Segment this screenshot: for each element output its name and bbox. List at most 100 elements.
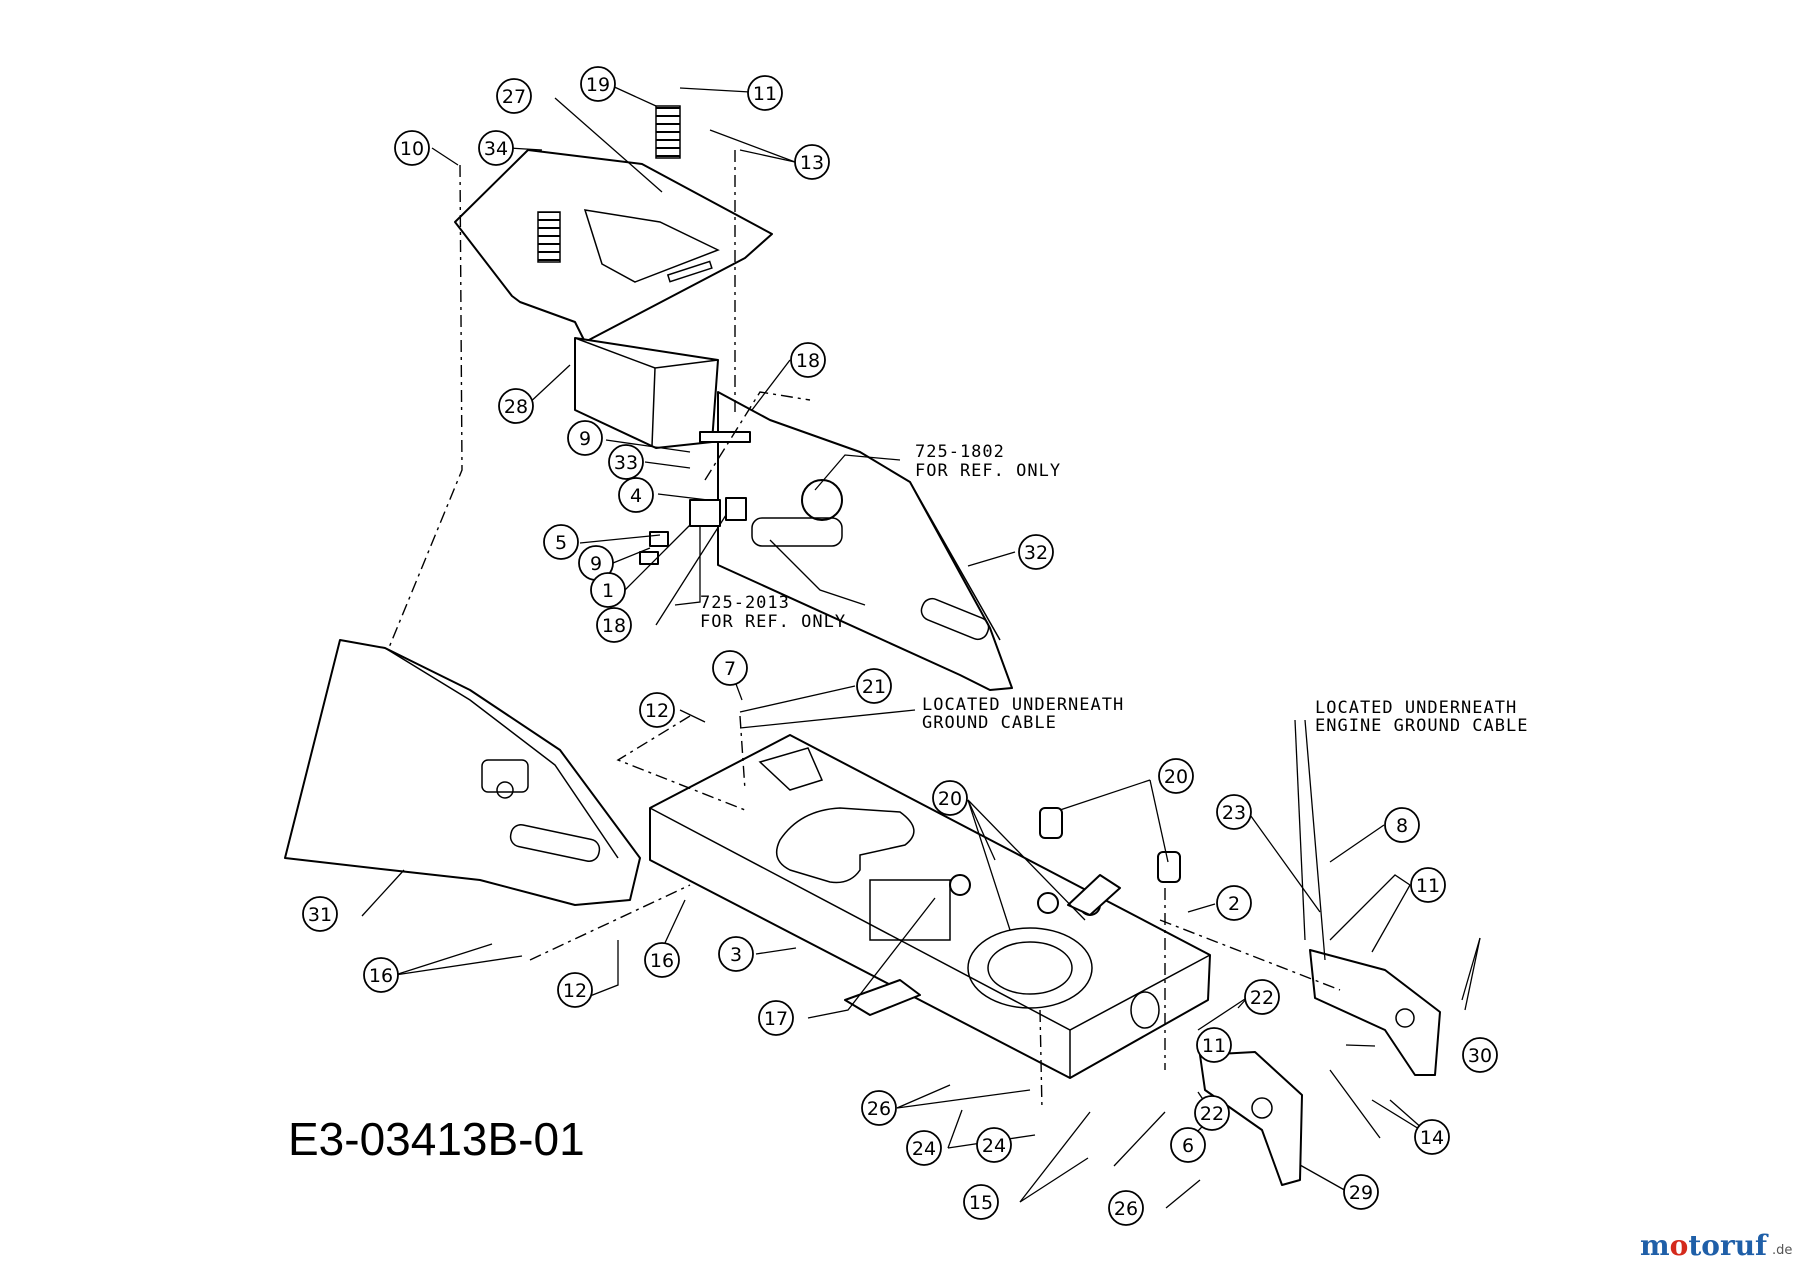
callout-label: 13 (800, 152, 824, 174)
callout-20: 20 (932, 780, 968, 816)
callout-label: 10 (400, 138, 424, 160)
callout-label: 7 (724, 658, 736, 680)
callout-16: 16 (644, 942, 680, 978)
callout-label: 29 (1349, 1182, 1373, 1204)
callout-label: 11 (1416, 875, 1440, 897)
note-725-1802: 725-1802 FOR REF. ONLY (915, 442, 1061, 481)
note-line: FOR REF. ONLY (915, 461, 1061, 481)
callout-label: 20 (1164, 766, 1188, 788)
callout-circle (478, 130, 514, 166)
callout-circle (1158, 758, 1194, 794)
callout-label: 28 (504, 396, 528, 418)
callout-label: 2 (1228, 893, 1240, 915)
callout-label: 11 (1202, 1035, 1226, 1057)
callout-label: 22 (1200, 1103, 1224, 1125)
callout-2: 2 (1216, 885, 1252, 921)
callout-31: 31 (302, 896, 338, 932)
callout-label: 11 (753, 83, 777, 105)
callout-24: 24 (976, 1127, 1012, 1163)
note-line: 725-2013 (700, 593, 790, 613)
left-side-panel-part (284, 639, 641, 906)
callout-12: 12 (639, 692, 675, 728)
callout-label: 18 (602, 615, 626, 637)
callout-circle (543, 524, 579, 560)
callout-5: 5 (543, 524, 579, 560)
callout-9: 9 (567, 420, 603, 456)
callout-label: 5 (555, 532, 567, 554)
callout-circle (712, 650, 748, 686)
callout-circle (580, 66, 616, 102)
right-side-panel-part (717, 391, 1013, 691)
callout-label: 12 (645, 700, 669, 722)
callout-11: 11 (1410, 867, 1446, 903)
note-725-2013: 725-2013 FOR REF. ONLY (700, 593, 845, 632)
callout-circle (747, 75, 783, 111)
main-frame-part (649, 734, 1211, 1079)
callout-11: 11 (1196, 1027, 1232, 1063)
callout-circle (596, 607, 632, 643)
note-ground-cable: LOCATED UNDERNEATH GROUND CABLE (922, 695, 1124, 733)
callout-7: 7 (712, 650, 748, 686)
callout-circle (590, 572, 626, 608)
callout-circle (557, 972, 593, 1008)
switch-assembly-part (639, 431, 751, 565)
callout-circle (302, 896, 338, 932)
callout-9: 9 (578, 545, 614, 581)
callout-circle (906, 1130, 942, 1166)
callout-circle (1414, 1119, 1450, 1155)
callout-4: 4 (618, 477, 654, 513)
callout-circle (618, 477, 654, 513)
callout-circle (1410, 867, 1446, 903)
watermark-brand: motoruf (1640, 1229, 1769, 1262)
callout-22: 22 (1194, 1095, 1230, 1131)
drawing-id: E3-03413B-01 (288, 1113, 585, 1165)
callout-circle (963, 1184, 999, 1220)
callout-circle (976, 1127, 1012, 1163)
callout-label: 31 (308, 904, 332, 926)
spring-part (655, 105, 681, 159)
callout-8: 8 (1384, 807, 1420, 843)
callout-26: 26 (861, 1090, 897, 1126)
callout-11: 11 (747, 75, 783, 111)
watermark-logo: motoruf .de (1640, 1229, 1792, 1262)
callout-label: 27 (502, 86, 526, 108)
callout-26: 26 (1108, 1190, 1144, 1226)
note-line: GROUND CABLE (922, 713, 1057, 733)
callout-label: 16 (650, 950, 674, 972)
callout-label: 15 (969, 1192, 993, 1214)
callout-circle (758, 1000, 794, 1036)
callout-18: 18 (596, 607, 632, 643)
callout-circle (498, 388, 534, 424)
callout-label: 8 (1396, 815, 1408, 837)
callout-label: 19 (586, 74, 610, 96)
callout-15: 15 (963, 1184, 999, 1220)
callout-circle (790, 342, 826, 378)
callout-circle (644, 942, 680, 978)
spring-part (537, 211, 561, 263)
callout-32: 32 (1018, 534, 1054, 570)
callout-circle (718, 936, 754, 972)
callout-circle (394, 130, 430, 166)
watermark-domain: .de (1772, 1243, 1792, 1258)
callout-circle (1216, 794, 1252, 830)
callout-3: 3 (718, 936, 754, 972)
callout-6: 6 (1170, 1127, 1206, 1163)
callout-circle (1194, 1095, 1230, 1131)
callout-label: 34 (484, 138, 508, 160)
callout-label: 1 (602, 580, 614, 602)
callout-circle (932, 780, 968, 816)
callout-label: 16 (369, 965, 393, 987)
callout-label: 33 (614, 452, 638, 474)
callout-16: 16 (363, 957, 399, 993)
note-line: LOCATED UNDERNEATH (1315, 698, 1517, 718)
callout-18: 18 (790, 342, 826, 378)
callout-circle (1108, 1190, 1144, 1226)
callout-circle (1018, 534, 1054, 570)
note-line: LOCATED UNDERNEATH (922, 695, 1124, 715)
callout-label: 32 (1024, 542, 1048, 564)
callout-circle (1384, 807, 1420, 843)
callout-circle (856, 668, 892, 704)
callout-circle (639, 692, 675, 728)
